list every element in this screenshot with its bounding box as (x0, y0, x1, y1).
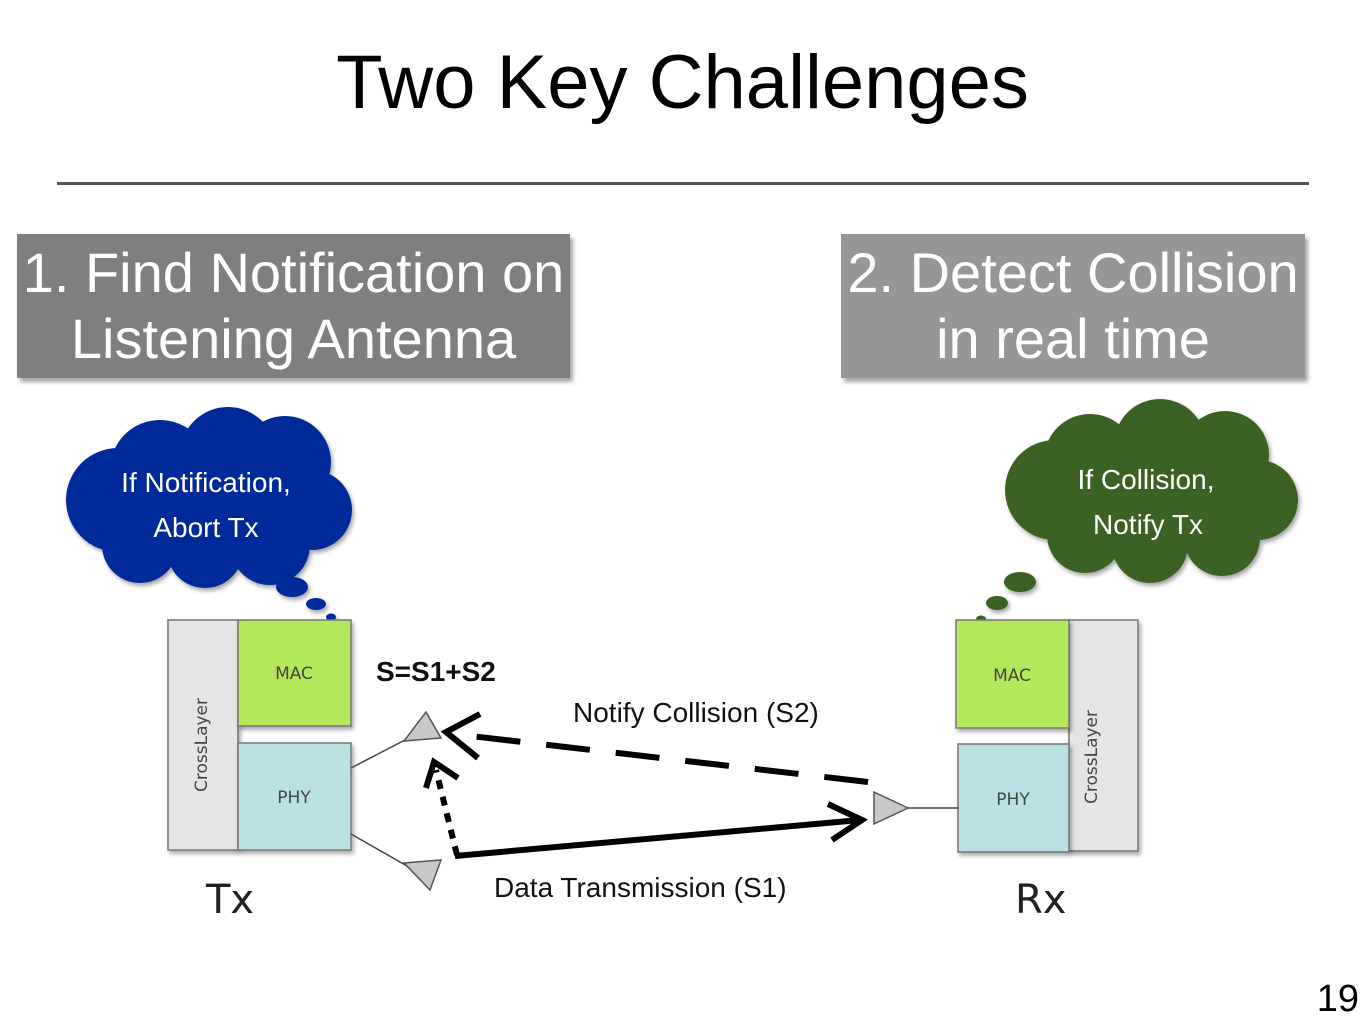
signal-sum-label: S=S1+S2 (376, 656, 496, 687)
tx-thought-line-1: If Notification, (121, 467, 291, 498)
rx-phy-block (957, 743, 1070, 853)
tx-phy-label: PHY (277, 788, 311, 808)
challenge-2-line-2: in real time (936, 307, 1210, 370)
tx-crosslayer-block (167, 619, 239, 851)
challenge-box-2: 2. Detect Collision in real time (841, 234, 1305, 378)
rx-crosslayer-block (1068, 619, 1139, 852)
tx-mac-block (237, 619, 352, 727)
data-transmission-arrow (454, 801, 869, 859)
rx-protocol-stack: CrossLayer MAC PHY (955, 619, 1139, 853)
tx-node-label: Tx (205, 877, 254, 923)
rx-thought-cloud: If Collision, Notify Tx (976, 399, 1298, 623)
self-interference-arrow (423, 757, 460, 856)
tx-transmit-antenna-wire (350, 833, 408, 867)
rx-antenna-icon (873, 790, 910, 826)
rx-phy-label: PHY (996, 790, 1030, 810)
tx-crosslayer-label: CrossLayer (192, 698, 212, 792)
challenge-box-1: 1. Find Notification on Listening Antenn… (17, 234, 570, 378)
rx-mac-label: MAC (993, 666, 1031, 686)
tx-transmit-antenna-icon (402, 859, 443, 892)
tx-phy-block (237, 742, 352, 851)
rx-crosslayer-label: CrossLayer (1082, 710, 1102, 804)
title-divider (57, 182, 1309, 185)
rx-node-label: Rx (1015, 877, 1066, 923)
page-number: 19 (1316, 978, 1359, 1020)
tx-listening-antenna-icon (402, 710, 443, 742)
rx-thought-line-1: If Collision, (1078, 464, 1215, 495)
notify-collision-arrow (440, 711, 869, 785)
tx-listen-antenna-wire (350, 738, 408, 769)
notify-collision-label: Notify Collision (S2) (573, 697, 819, 728)
rx-thought-line-2: Notify Tx (1093, 509, 1203, 540)
challenge-1-line-1: 1. Find Notification on (22, 241, 565, 304)
rx-mac-block (955, 619, 1070, 729)
challenge-1-line-2: Listening Antenna (70, 307, 517, 370)
tx-thought-cloud: If Notification, Abort Tx (66, 407, 352, 621)
challenge-2-line-1: 2. Detect Collision (847, 241, 1299, 304)
tx-mac-label: MAC (275, 664, 313, 684)
tx-thought-line-2: Abort Tx (153, 512, 258, 543)
tx-protocol-stack: CrossLayer MAC PHY (167, 619, 352, 851)
slide-title: Two Key Challenges (336, 40, 1029, 125)
data-transmission-label: Data Transmission (S1) (494, 872, 787, 903)
